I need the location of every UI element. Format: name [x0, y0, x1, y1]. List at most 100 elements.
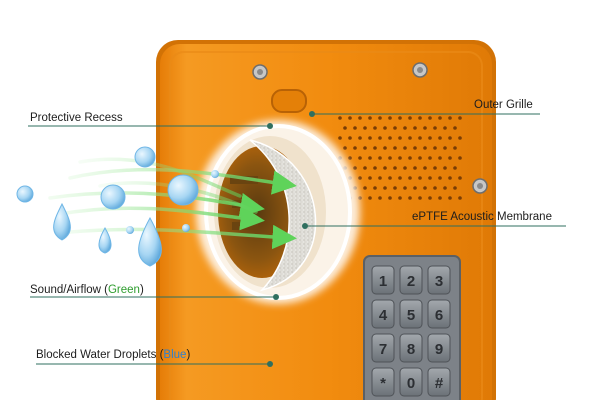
grille-hole	[428, 156, 432, 160]
grille-hole	[448, 196, 452, 200]
keypad-key-label: #	[435, 375, 444, 392]
grille-hole	[343, 126, 347, 130]
keypad-key-label: 9	[435, 341, 443, 358]
grille-hole	[363, 126, 367, 130]
water-droplets	[16, 146, 219, 267]
grille-hole	[443, 146, 447, 150]
grille-hole	[443, 126, 447, 130]
grille-hole	[353, 126, 357, 130]
grille-hole	[433, 126, 437, 130]
grille-hole	[348, 136, 352, 140]
label-water-droplets: Blocked Water Droplets (Blue)	[36, 349, 191, 361]
grille-hole	[433, 146, 437, 150]
keypad-key-label: 5	[407, 307, 415, 324]
grille-hole	[438, 196, 442, 200]
droplets-color-word: Blue	[163, 349, 187, 361]
water-droplet	[134, 146, 156, 168]
grille-hole	[388, 156, 392, 160]
grille-hole	[388, 176, 392, 180]
grille-hole	[458, 176, 462, 180]
grille-hole	[448, 116, 452, 120]
grille-hole	[398, 136, 402, 140]
water-droplet	[126, 226, 134, 234]
grille-hole	[418, 176, 422, 180]
grille-hole	[438, 116, 442, 120]
grille-hole	[418, 156, 422, 160]
grille-hole	[423, 166, 427, 170]
airflow-color-word: Green	[107, 284, 140, 296]
water-droplet	[167, 174, 199, 206]
grille-hole	[363, 146, 367, 150]
grille-hole	[443, 166, 447, 170]
grille-hole	[448, 136, 452, 140]
grille-hole	[338, 136, 342, 140]
grille-hole	[358, 136, 362, 140]
keypad-key[interactable]: 7	[371, 333, 395, 363]
grille-hole	[353, 146, 357, 150]
grille-hole	[388, 196, 392, 200]
grille-hole	[458, 136, 462, 140]
screw-icon	[252, 64, 268, 80]
keypad-key[interactable]: 3	[427, 265, 451, 295]
label-outer-grille: Outer Grille	[474, 99, 533, 111]
keypad-key-label: 6	[435, 307, 443, 324]
label-protective-recess: Protective Recess	[30, 112, 123, 124]
keypad-key[interactable]: 8	[399, 333, 423, 363]
keypad-key[interactable]: 2	[399, 265, 423, 295]
grille-hole	[453, 186, 457, 190]
keypad-key[interactable]: 1	[371, 265, 395, 295]
screw-icon	[412, 62, 428, 78]
grille-hole	[368, 196, 372, 200]
grille-hole	[448, 156, 452, 160]
keypad-key-label: 2	[407, 273, 415, 290]
grille-hole	[388, 136, 392, 140]
grille-hole	[443, 186, 447, 190]
grille-hole	[378, 176, 382, 180]
grille-hole	[378, 196, 382, 200]
camera-slot	[271, 89, 307, 113]
keypad-key[interactable]: #	[427, 367, 451, 397]
grille-hole	[353, 166, 357, 170]
keypad-key[interactable]: 5	[399, 299, 423, 329]
water-droplet	[182, 224, 190, 232]
grille-hole	[453, 126, 457, 130]
keypad-key[interactable]: 4	[371, 299, 395, 329]
keypad-key-label: 4	[379, 307, 388, 324]
grille-hole	[458, 156, 462, 160]
grille-hole	[378, 156, 382, 160]
grille-hole	[358, 116, 362, 120]
grille-hole	[428, 116, 432, 120]
grille-hole	[383, 146, 387, 150]
grille-hole	[363, 166, 367, 170]
label-airflow: Sound/Airflow (Green)	[30, 284, 144, 296]
grille-hole	[343, 146, 347, 150]
grille-hole	[363, 186, 367, 190]
grille-hole	[398, 116, 402, 120]
grille-hole	[423, 186, 427, 190]
grille-hole	[428, 136, 432, 140]
keypad-key[interactable]: 0	[399, 367, 423, 397]
protective-recess	[196, 120, 360, 304]
grille-hole	[358, 176, 362, 180]
keypad-key[interactable]: *	[371, 367, 395, 397]
grille-hole	[433, 166, 437, 170]
grille-hole	[373, 166, 377, 170]
grille-hole	[408, 116, 412, 120]
grille-hole	[453, 146, 457, 150]
grille-hole	[413, 126, 417, 130]
grille-hole	[368, 136, 372, 140]
grille-hole	[403, 146, 407, 150]
grille-hole	[398, 176, 402, 180]
grille-hole	[403, 126, 407, 130]
grille-hole	[348, 116, 352, 120]
grille-hole	[388, 116, 392, 120]
keypad-key[interactable]: 6	[427, 299, 451, 329]
keypad-key[interactable]: 9	[427, 333, 451, 363]
grille-hole	[423, 126, 427, 130]
grille-hole	[393, 146, 397, 150]
grille-hole	[408, 176, 412, 180]
water-droplet	[98, 227, 112, 254]
grille-hole	[458, 116, 462, 120]
